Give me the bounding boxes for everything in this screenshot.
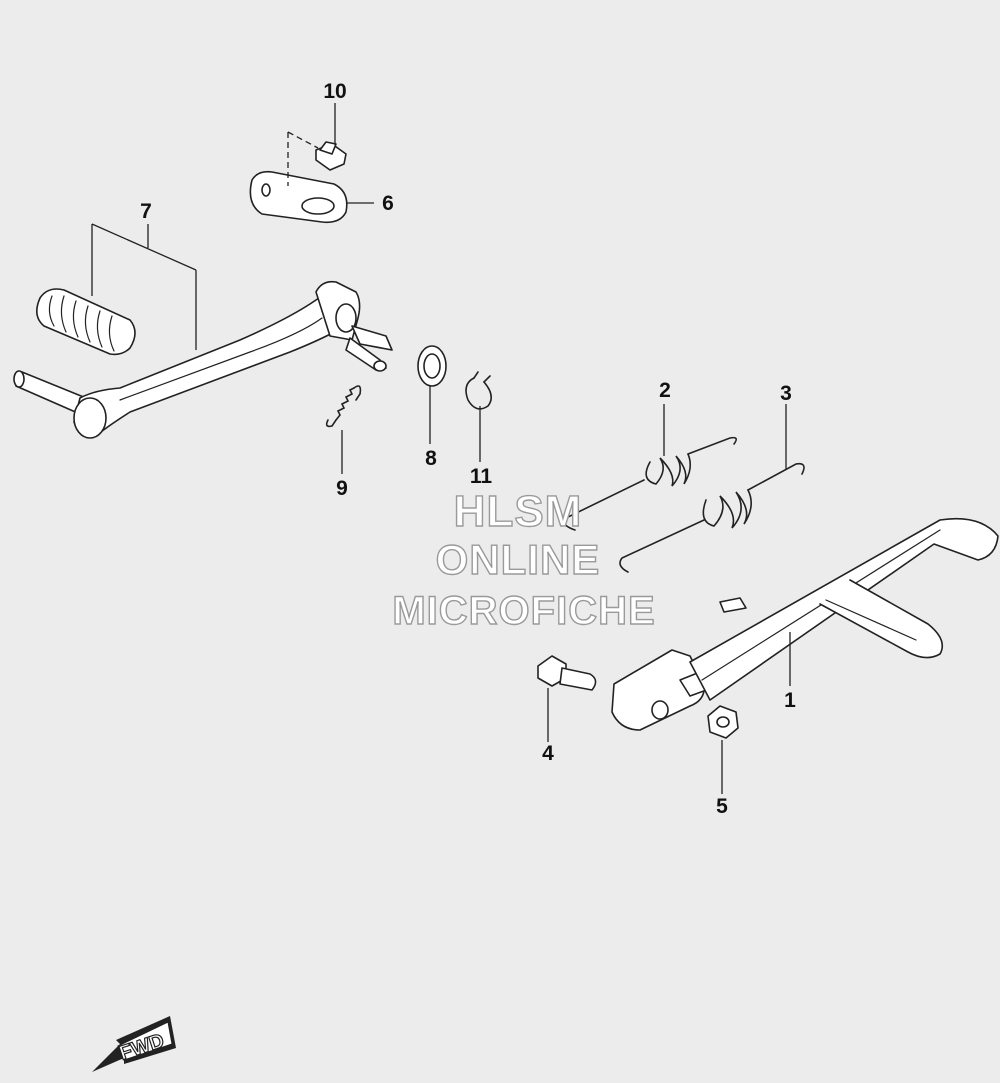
callout-9: 9 bbox=[336, 477, 348, 500]
watermark-line-2: ONLINE bbox=[436, 536, 601, 583]
callout-3: 3 bbox=[780, 382, 792, 405]
circlip bbox=[465, 371, 492, 410]
brake-pedal bbox=[13, 280, 393, 439]
callout-10: 10 bbox=[323, 80, 346, 103]
stand-pivot-bolt bbox=[537, 655, 597, 691]
fwd-label: FWD bbox=[117, 1030, 167, 1065]
callout-7: 7 bbox=[140, 200, 152, 223]
callout-8: 8 bbox=[425, 447, 437, 470]
side-stand bbox=[611, 517, 999, 731]
callout-labels: 10 6 7 8 11 9 2 3 1 4 5 bbox=[140, 80, 796, 818]
stand-spring-inner bbox=[563, 436, 738, 531]
pedal-return-spring bbox=[325, 385, 362, 428]
pedal-bracket bbox=[249, 170, 348, 224]
stand-nut bbox=[707, 705, 739, 739]
watermark-line-1: HLSM bbox=[454, 487, 583, 536]
callout-6: 6 bbox=[382, 192, 394, 215]
callout-11: 11 bbox=[470, 465, 493, 488]
watermark: HLSM ONLINE MICROFICHE bbox=[392, 486, 656, 633]
callout-4: 4 bbox=[542, 742, 554, 765]
callout-1: 1 bbox=[784, 689, 796, 712]
bracket-bolt bbox=[315, 141, 347, 171]
fwd-direction-marker: FWD bbox=[92, 1016, 176, 1072]
washer bbox=[417, 345, 447, 387]
stand-spring-outer bbox=[619, 462, 805, 573]
callout-2: 2 bbox=[659, 379, 671, 402]
callout-5: 5 bbox=[716, 795, 728, 818]
watermark-line-3: MICROFICHE bbox=[392, 589, 655, 633]
leader-lines bbox=[91, 103, 791, 794]
